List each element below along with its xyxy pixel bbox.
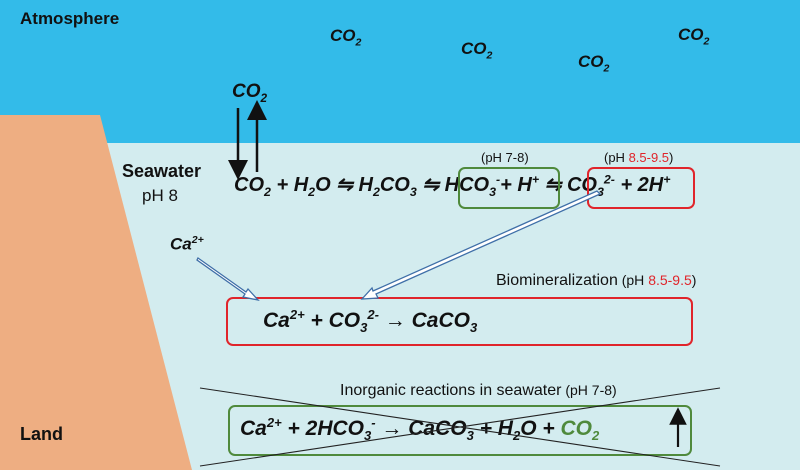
carbonate-ph-label: (pH 8.5-9.5) <box>604 150 674 165</box>
seawater-ph-label: pH 8 <box>142 186 178 205</box>
inorganic-box <box>228 405 692 456</box>
calcium-ion: Ca2+ <box>170 234 204 254</box>
seawater-label: Seawater <box>122 161 202 181</box>
land-label: Land <box>20 424 63 444</box>
atmosphere-region <box>0 0 800 143</box>
released-co2: CO2 <box>560 417 600 444</box>
biomineralization-label: Biomineralization (pH 8.5-9.5) <box>496 272 697 289</box>
cross-out-line <box>199 387 721 467</box>
atmosphere-co2: CO2 <box>578 52 610 75</box>
atmosphere-co2: CO2 <box>678 25 710 48</box>
atmosphere-co2: CO2 <box>330 26 362 49</box>
calcium-hollow-arrow <box>196 257 260 302</box>
bicarbonate-ph-label: (pH 7-8) <box>481 150 529 165</box>
carbonate-box <box>587 167 695 209</box>
biomineralization-box <box>226 297 693 346</box>
inorganic-label: Inorganic reactions in seawater (pH 7-8) <box>340 382 617 399</box>
bicarbonate-box <box>458 167 560 209</box>
atmosphere-label: Atmosphere <box>20 9 120 28</box>
exchange-co2: CO2 <box>232 81 268 105</box>
biomineralization-equation: Ca2+ + CO32- → CaCO3 <box>263 307 478 336</box>
carbonate-hollow-arrow <box>360 190 602 300</box>
atmosphere-co2: CO2 <box>461 39 493 62</box>
